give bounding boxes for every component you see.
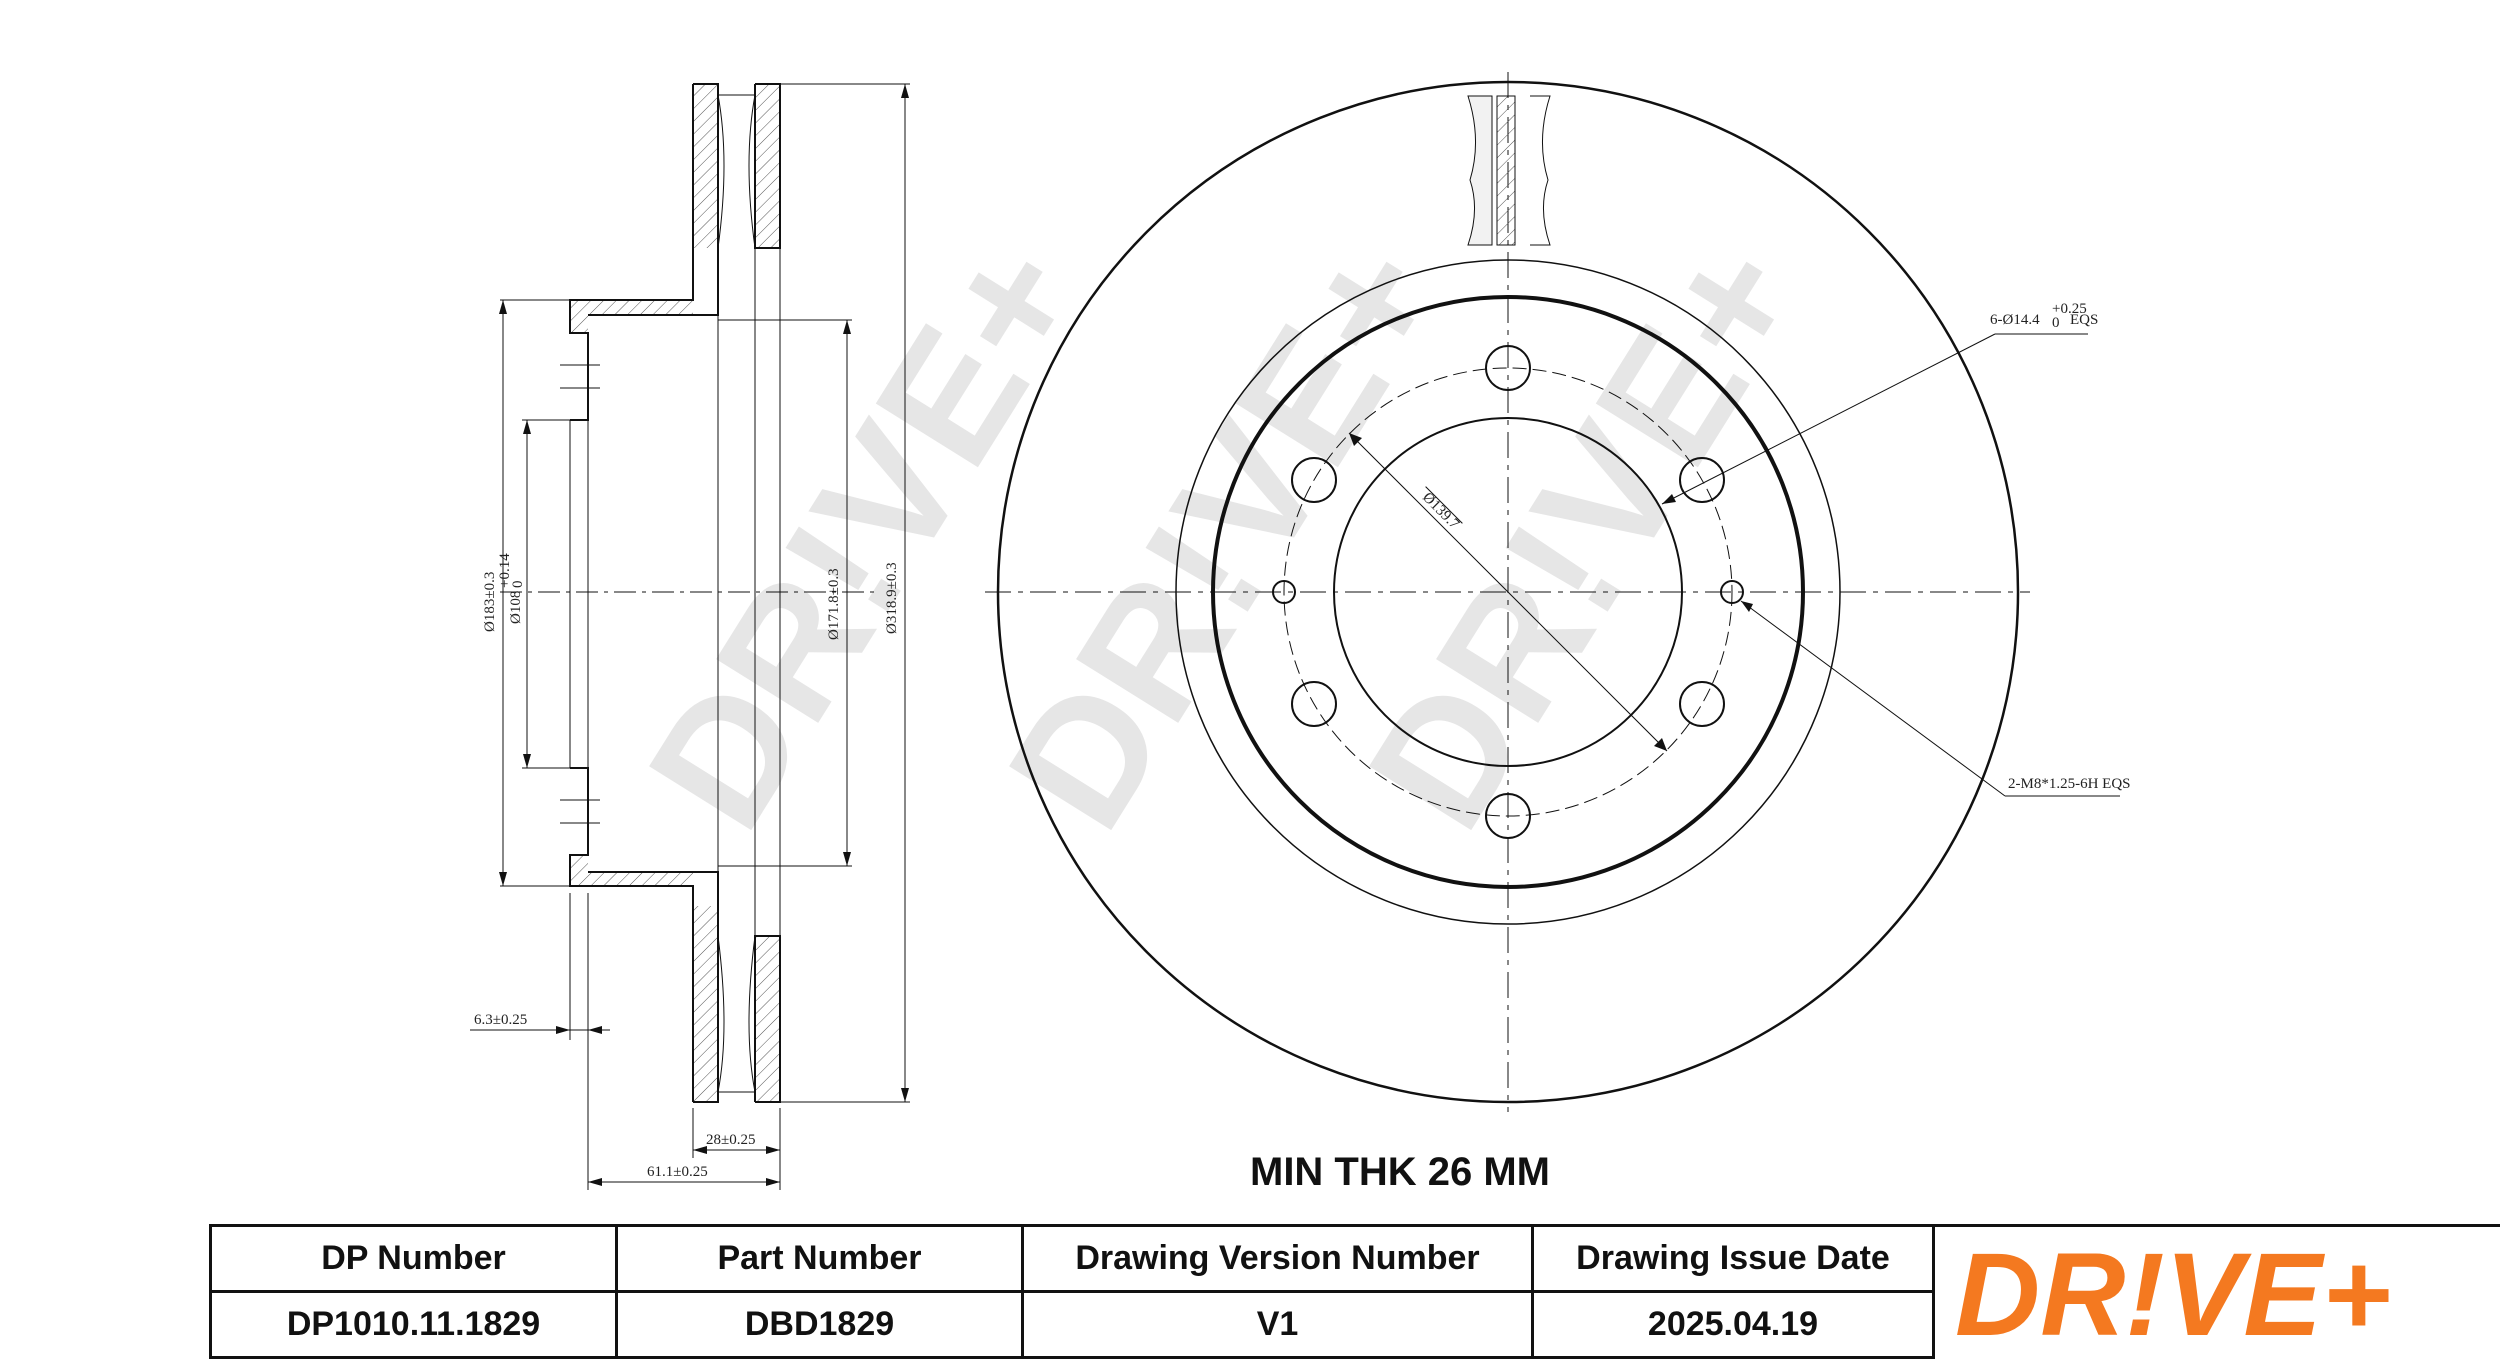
logo-text: DR!VE+ (1955, 1229, 2391, 1359)
bolt-hole (1679, 681, 1725, 727)
dim-bolt-holes-tol-lower: 0 (2052, 315, 2060, 331)
side-section-view (470, 83, 910, 1190)
dim-bolt-holes-tol-upper: +0.25 (2052, 301, 2087, 317)
dim-center-bore-tol-upper: +0.14 (497, 553, 513, 588)
header-drawing-issue-date: Drawing Issue Date (1531, 1224, 1935, 1293)
drive-plus-logo: DR!VE+ (1955, 1229, 2391, 1361)
header-part-number: Part Number (615, 1224, 1024, 1293)
thread-hole (1272, 580, 1296, 604)
bolt-hole (1679, 457, 1725, 503)
front-view (985, 72, 2120, 1112)
bolt-hole (1291, 457, 1337, 503)
header-drawing-version: Drawing Version Number (1021, 1224, 1534, 1293)
value-drawing-version: V1 (1021, 1290, 1534, 1359)
dim-pcd: Ø139.7 (1419, 490, 1462, 533)
thread-hole (1720, 580, 1744, 604)
dim-bolt-holes: 6-Ø14.4 +0.25 0 EQS (1990, 301, 2098, 331)
dim-bolt-holes-suffix: EQS (2070, 312, 2098, 328)
dim-disc-thickness: 28±0.25 (706, 1132, 755, 1148)
dim-inner-diameter: Ø171.8±0.3 (826, 568, 842, 640)
value-drawing-issue-date: 2025.04.19 (1531, 1290, 1935, 1359)
header-dp-number: DP Number (209, 1224, 618, 1293)
value-part-number: DBD1829 (615, 1290, 1024, 1359)
bolt-hole (1485, 793, 1531, 839)
value-dp-number: DP1010.11.1829 (209, 1290, 618, 1359)
logo-cell: DR!VE+ (1935, 1224, 2500, 1361)
dim-center-bore-tol-lower: 0 (510, 581, 526, 589)
dim-threads: 2-M8*1.25-6H EQS (2008, 776, 2131, 792)
dim-center-bore-value: Ø108 (508, 591, 524, 624)
dim-outer-diameter: Ø318.9±0.3 (884, 562, 900, 634)
watermarks: DR!VE+ DR!VE+ DR!VE+ (612, 208, 1840, 860)
dim-hat-diameter: Ø183±0.3 (482, 572, 498, 632)
dim-hat-thickness: 6.3±0.25 (474, 1012, 527, 1028)
min-thickness-note: MIN THK 26 MM (1250, 1150, 1550, 1194)
dim-total-height: 61.1±0.25 (647, 1164, 708, 1180)
bolt-hole (1291, 681, 1337, 727)
dim-bolt-holes-prefix: 6-Ø14.4 (1990, 312, 2040, 328)
dim-center-bore: Ø108 +0.14 0 (497, 553, 526, 624)
bolt-hole (1485, 345, 1531, 391)
